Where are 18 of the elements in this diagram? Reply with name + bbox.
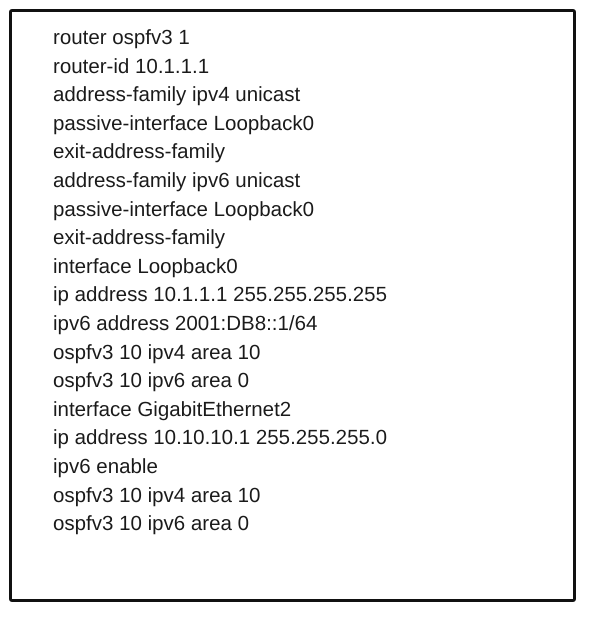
config-line: ip address 10.10.10.1 255.255.255.0	[53, 426, 387, 450]
config-line: ospfv3 10 ipv6 area 0	[53, 512, 250, 536]
config-line: router ospfv3 1	[53, 26, 190, 50]
config-line: ip address 10.1.1.1 255.255.255.255	[53, 283, 387, 308]
config-line: exit-address-family	[53, 140, 226, 164]
config-line: passive-interface Loopback0	[53, 198, 314, 222]
config-line: ospfv3 10 ipv6 area 0	[53, 369, 250, 394]
config-line: ospfv3 10 ipv4 area 10	[53, 340, 260, 365]
config-line: interface GigabitEthernet2	[53, 398, 292, 422]
config-line: ipv6 enable	[53, 455, 158, 479]
config-line: exit-address-family	[53, 226, 226, 250]
config-line: ipv6 address 2001:DB8::1/64	[53, 312, 318, 336]
config-line: address-family ipv4 unicast	[53, 83, 300, 108]
config-line: address-family ipv6 unicast	[53, 169, 300, 193]
config-line: interface Loopback0	[53, 254, 238, 279]
config-line: router-id 10.1.1.1	[53, 54, 210, 79]
config-line: ospfv3 10 ipv4 area 10	[53, 484, 260, 508]
config-line: passive-interface Loopback0	[53, 112, 314, 136]
